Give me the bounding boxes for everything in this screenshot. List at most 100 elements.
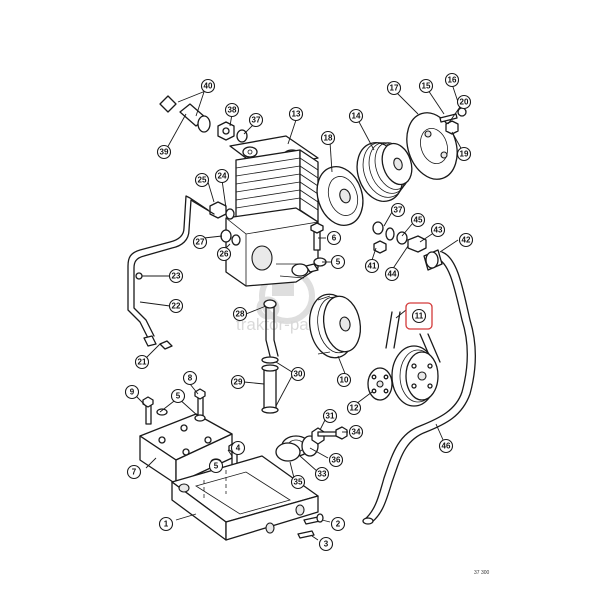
callout-5-label: 5	[336, 258, 341, 267]
seals-36-33-35	[275, 426, 348, 462]
callout-17-label: 17	[390, 84, 399, 93]
callout-36-label: 36	[332, 456, 341, 465]
callout-46[interactable]: 46	[438, 438, 454, 454]
callout-22-label: 22	[172, 302, 181, 311]
callout-38-label: 38	[228, 106, 237, 115]
callout-33[interactable]: 33	[314, 466, 330, 482]
callout-3[interactable]: 3	[318, 536, 334, 552]
callout-41-label: 41	[368, 262, 377, 271]
callout-19-label: 19	[460, 150, 469, 159]
callout-1[interactable]: 1	[158, 516, 174, 532]
callout-31[interactable]: 31	[322, 408, 338, 424]
callout-10[interactable]: 10	[336, 372, 352, 388]
callout-3-label: 3	[324, 540, 329, 549]
callout-13-label: 13	[292, 110, 301, 119]
callout-28[interactable]: 28	[232, 306, 248, 322]
callout-40-label: 40	[204, 82, 213, 91]
callout-27[interactable]: 27	[192, 234, 208, 250]
callout-44[interactable]: 44	[384, 266, 400, 282]
callout-45[interactable]: 45	[410, 212, 426, 228]
callout-6-label: 6	[332, 234, 337, 243]
callout-6[interactable]: 6	[326, 230, 342, 246]
callout-5[interactable]: 5	[330, 254, 346, 270]
callout-41[interactable]: 41	[364, 258, 380, 274]
callout-36[interactable]: 36	[328, 452, 344, 468]
callout-27-label: 27	[196, 238, 205, 247]
callout-20[interactable]: 20	[456, 94, 472, 110]
callout-26[interactable]: 26	[216, 246, 232, 262]
callout-14[interactable]: 14	[348, 108, 364, 124]
callout-9[interactable]: 9	[124, 384, 140, 400]
callout-25-label: 25	[198, 176, 207, 185]
callout-37[interactable]: 37	[390, 202, 406, 218]
bolt-6-washer-5	[305, 222, 327, 273]
callout-35[interactable]: 35	[290, 474, 306, 490]
base-bracket-1	[171, 455, 324, 541]
callout-34-label: 34	[352, 428, 361, 437]
callout-15-label: 15	[422, 82, 431, 91]
callout-24[interactable]: 24	[214, 168, 230, 184]
callout-43[interactable]: 43	[430, 222, 446, 238]
callout-4-label: 4	[236, 444, 241, 453]
figure-reference-code: 37 300	[474, 570, 490, 576]
callout-17[interactable]: 17	[386, 80, 402, 96]
callout-19[interactable]: 19	[456, 146, 472, 162]
sheave-11	[385, 311, 441, 407]
callout-38[interactable]: 38	[224, 102, 240, 118]
callout-5-label: 5	[214, 462, 219, 471]
callout-12-label: 12	[350, 404, 359, 413]
callout-9-label: 9	[130, 388, 135, 397]
callout-46-label: 46	[442, 442, 451, 451]
callout-37[interactable]: 37	[248, 112, 264, 128]
bracket-7	[139, 388, 240, 489]
pipe-28-hose-29	[261, 299, 279, 414]
callout-42-label: 42	[462, 236, 471, 245]
callout-30-label: 30	[294, 370, 303, 379]
shaft-fittings-right	[372, 221, 443, 271]
callout-7[interactable]: 7	[126, 464, 142, 480]
compressor-13	[225, 135, 319, 287]
callout-13[interactable]: 13	[288, 106, 304, 122]
callout-5-label: 5	[176, 392, 181, 401]
callout-22[interactable]: 22	[168, 298, 184, 314]
callout-37-label: 37	[394, 206, 403, 215]
callout-29[interactable]: 29	[230, 374, 246, 390]
callout-5[interactable]: 5	[208, 458, 224, 474]
callout-15[interactable]: 15	[418, 78, 434, 94]
callout-40[interactable]: 40	[200, 78, 216, 94]
callout-21-label: 21	[138, 358, 147, 367]
callout-7-label: 7	[132, 468, 137, 477]
pulley-10	[308, 293, 362, 359]
callout-20-label: 20	[460, 98, 469, 107]
callout-45-label: 45	[414, 216, 423, 225]
pipe-22	[127, 195, 215, 350]
callout-5[interactable]: 5	[170, 388, 186, 404]
callout-18[interactable]: 18	[320, 130, 336, 146]
callout-8[interactable]: 8	[182, 370, 198, 386]
callout-42[interactable]: 42	[458, 232, 474, 248]
callout-12[interactable]: 12	[346, 400, 362, 416]
callout-33-label: 33	[318, 470, 327, 479]
callout-18-label: 18	[324, 134, 333, 143]
callout-23[interactable]: 23	[168, 268, 184, 284]
callout-4[interactable]: 4	[230, 440, 246, 456]
callout-11[interactable]: 11	[411, 308, 427, 324]
callout-2-label: 2	[336, 520, 341, 529]
callout-31-label: 31	[326, 412, 335, 421]
watermark-text: traktor-parts	[236, 315, 328, 334]
callout-34[interactable]: 34	[348, 424, 364, 440]
callout-44-label: 44	[388, 270, 397, 279]
callout-16[interactable]: 16	[444, 72, 460, 88]
callout-26-label: 26	[220, 250, 229, 259]
fitting-group-top-left	[159, 95, 248, 143]
callout-16-label: 16	[448, 76, 457, 85]
callout-25[interactable]: 25	[194, 172, 210, 188]
callout-37-label: 37	[252, 116, 261, 125]
callout-30[interactable]: 30	[290, 366, 306, 382]
callout-21[interactable]: 21	[134, 354, 150, 370]
callout-2[interactable]: 2	[330, 516, 346, 532]
callout-39[interactable]: 39	[156, 144, 172, 160]
callout-24-label: 24	[218, 172, 227, 181]
callout-28-label: 28	[236, 310, 245, 319]
